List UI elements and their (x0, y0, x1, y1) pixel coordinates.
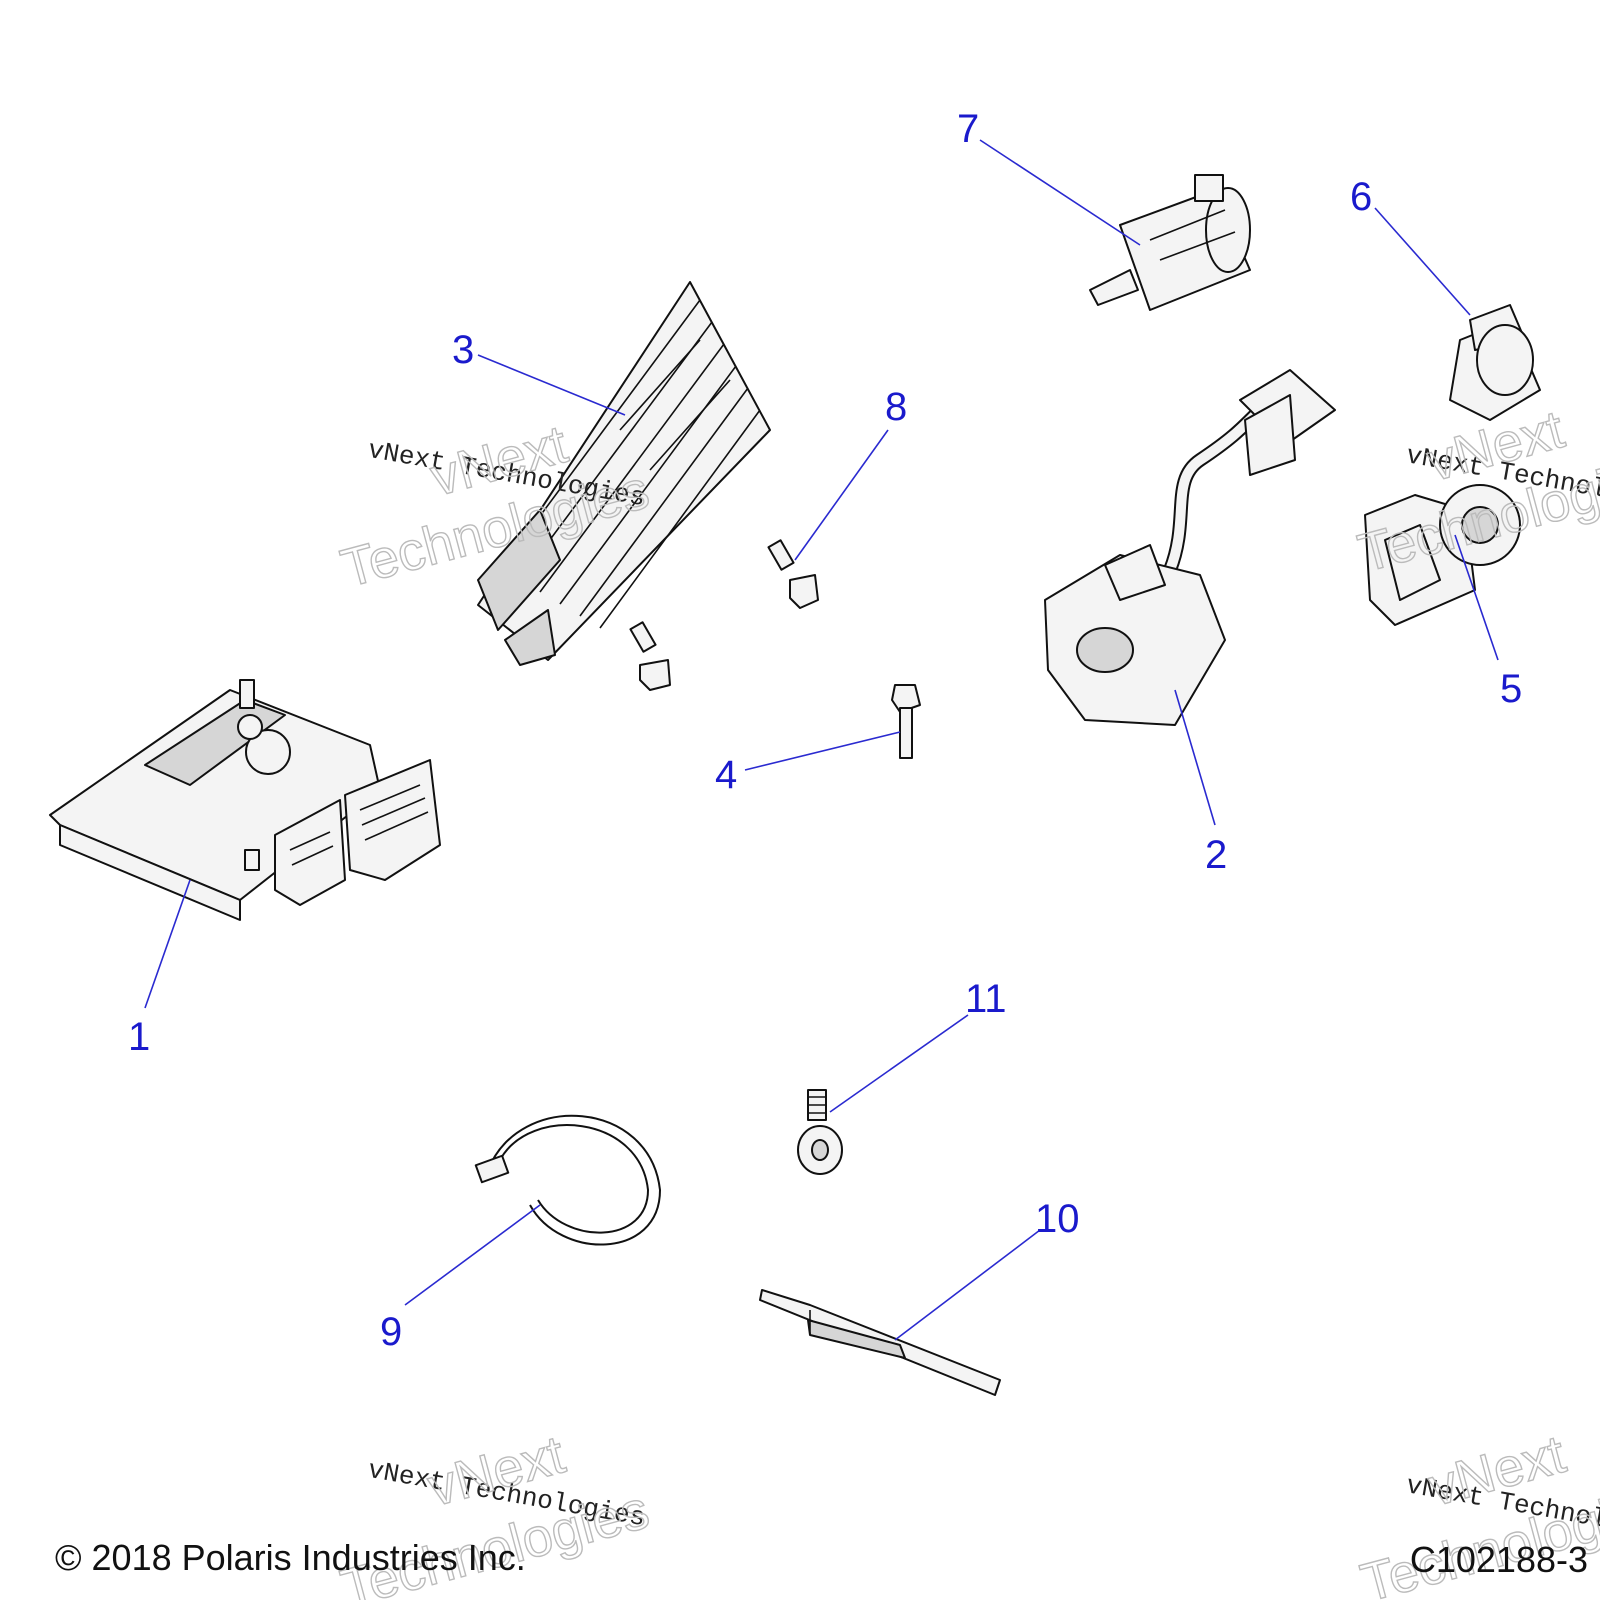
part-4-bolt (891, 684, 921, 759)
part-7-solenoid (1089, 174, 1251, 311)
part-6-switch (1449, 304, 1541, 421)
callout-5: 5 (1500, 667, 1522, 711)
callout-11: 11 (965, 977, 1007, 1021)
callout-1: 1 (128, 1015, 150, 1059)
callout-7: 7 (957, 107, 979, 151)
part-8-bolt-upper (767, 539, 819, 609)
part-9-cable-tie (474, 1114, 661, 1246)
part-8-bolt-lower (629, 621, 671, 691)
part-10-strap (759, 1289, 1001, 1396)
part-2-handlebar-switch (1044, 369, 1336, 726)
callout-8: 8 (885, 385, 907, 429)
callout-10: 10 (1035, 1197, 1080, 1241)
callout-9: 9 (380, 1310, 402, 1354)
part-1-ecu-module (49, 679, 441, 921)
leader-lines (144, 139, 1499, 1341)
callout-2: 2 (1205, 833, 1227, 877)
diagram-code: C102188-3 (1410, 1539, 1588, 1580)
callout-3: 3 (452, 328, 474, 372)
callout-6: 6 (1350, 175, 1372, 219)
copyright-text: © 2018 Polaris Industries Inc. (55, 1537, 526, 1578)
callout-4: 4 (715, 753, 737, 797)
part-11-stud-clip (797, 1089, 843, 1175)
part-5-ignition-switch (1364, 484, 1521, 626)
watermark-bottom-left-big: vNext Technologies (334, 1424, 655, 1600)
part-3-regulator-heatsink (477, 281, 771, 666)
